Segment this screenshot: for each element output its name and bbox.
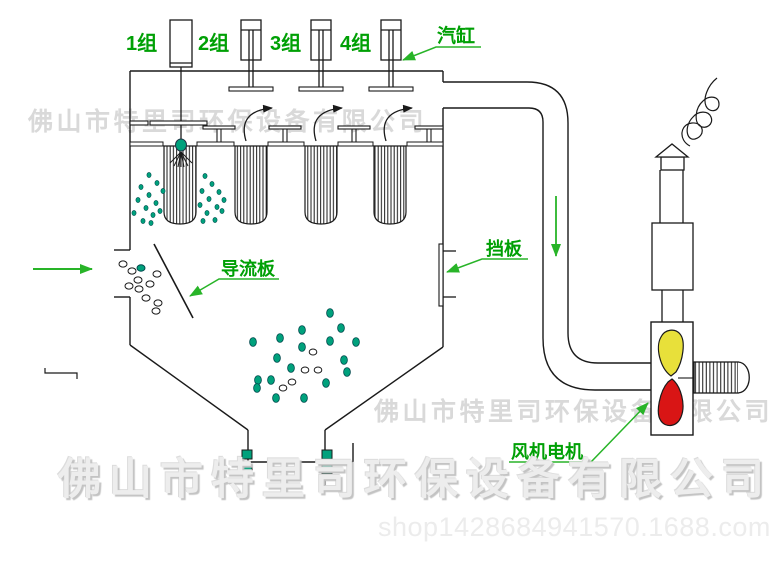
rain-cap-icon [654,143,690,158]
filter-bag-4 [373,145,407,225]
blowpipes [129,86,414,126]
inlet-particles [118,260,163,315]
label-group-4: 4组 [340,33,372,55]
leader-baffle [446,258,528,273]
cylinder-1 [169,19,193,139]
cylinder-3 [310,19,332,87]
cylinder-4 [380,19,402,87]
fan-motor [693,361,750,394]
outlet-duct [443,81,651,391]
spray-lines-icon [169,151,193,168]
deflector-plate-line [153,243,194,319]
label-deflector-plate: 导流板 [221,259,275,279]
tube-sheet [129,141,444,147]
chamber-outline [114,70,444,347]
chimney-stack [651,77,720,322]
flange-bolts [241,449,333,475]
fan-blade-yellow [657,329,684,377]
venturi-tees [202,125,444,142]
label-baffle: 挡板 [486,239,522,259]
label-group-3: 3组 [270,33,302,55]
spray-dust-particles [131,172,227,226]
flow-arrow-icons [243,104,413,142]
pulse-cylinders [169,19,402,139]
filter-bag-2 [234,145,268,225]
label-cylinder: 汽缸 [437,26,476,47]
label-leaders [189,46,649,463]
leader-cylinder [402,46,481,61]
inlet-dust-particle [136,264,146,272]
label-group-2: 2组 [198,33,230,55]
silencer [651,222,694,291]
pulse-valve [131,138,227,226]
fan-blade-red [657,378,684,427]
leader-fan-motor [509,402,649,463]
label-fan-motor: 风机电机 [511,442,583,462]
fan-assembly [650,321,750,436]
filter-bag-3 [304,145,338,225]
discharge-flange [241,443,354,475]
label-group-1: 1组 [126,33,158,55]
baffle-plate [438,243,456,307]
smoke-spiral-icon [681,77,720,147]
hopper-dust-particles [249,308,360,403]
filter-bags [163,145,407,225]
cylinder-2 [240,19,262,87]
leader-deflector [189,278,279,297]
inlet-assembly [33,243,194,319]
